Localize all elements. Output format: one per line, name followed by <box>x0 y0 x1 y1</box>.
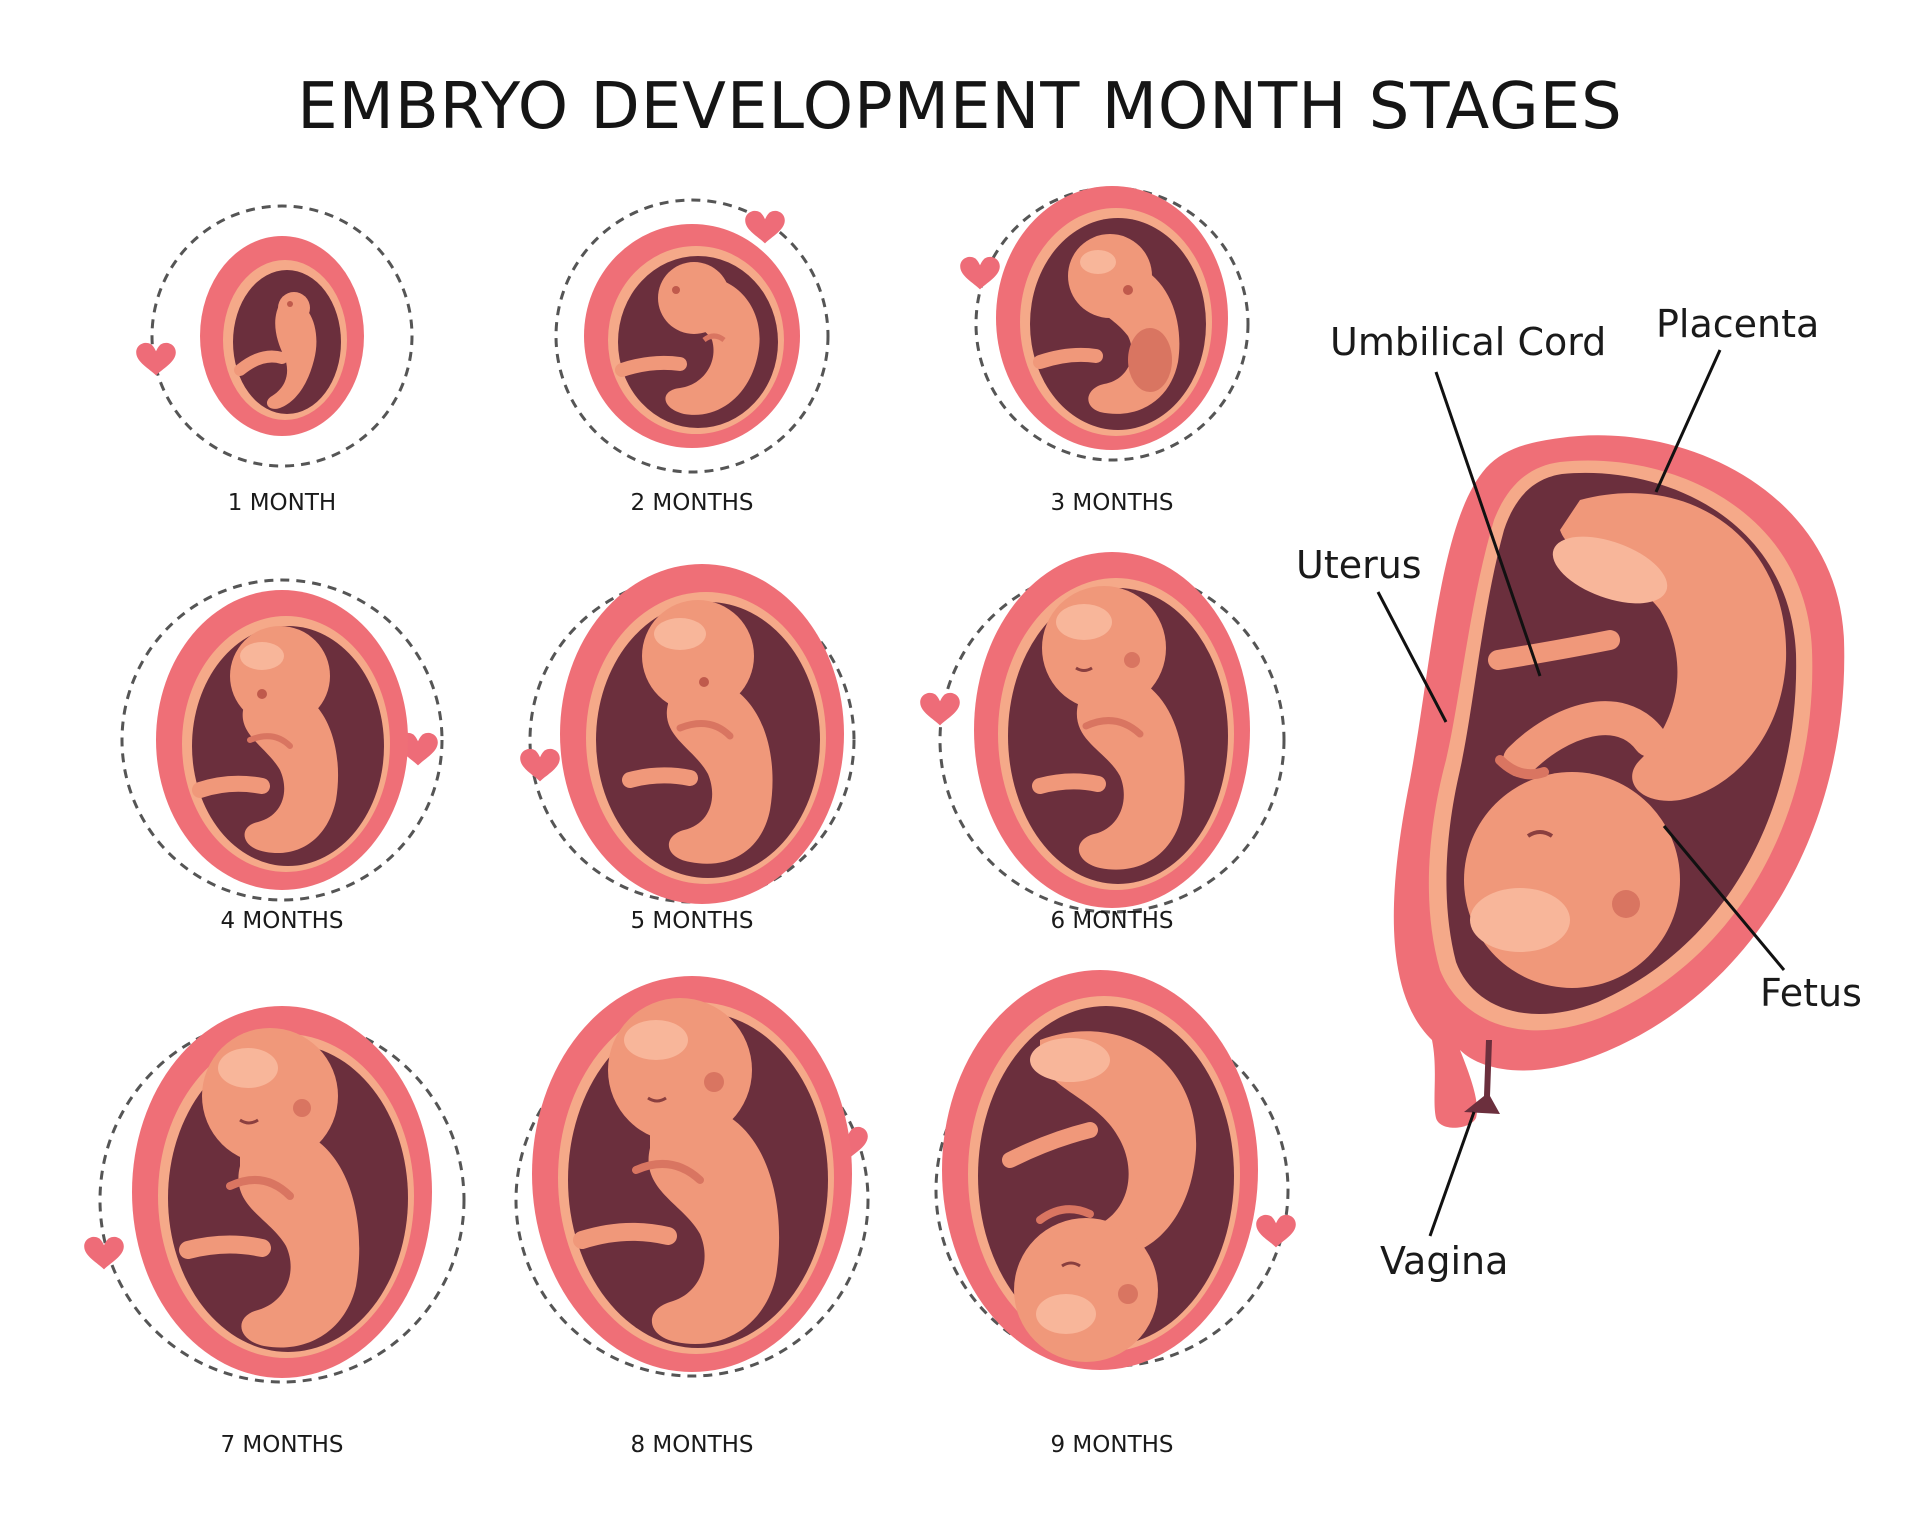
vaginal-canal <box>1464 1040 1500 1114</box>
pointer-placenta <box>1654 349 1722 493</box>
stage-5: 5 MONTHS <box>520 564 856 934</box>
embryo <box>234 292 317 409</box>
pointer-vagina <box>1428 1111 1476 1237</box>
stage-label: 5 MONTHS <box>630 908 753 934</box>
fetus <box>573 998 780 1345</box>
orbit-ring <box>528 576 856 904</box>
stage-7: 7 MONTHS <box>84 1006 466 1458</box>
stage-label: 2 MONTHS <box>630 490 753 516</box>
anatomy-diagram: Umbilical Cord Placenta Uterus Fetus Vag… <box>1296 302 1862 1283</box>
embryo <box>1033 234 1180 414</box>
stage-label: 7 MONTHS <box>220 1432 343 1458</box>
fetus <box>179 1028 360 1348</box>
large-fetus <box>1464 493 1787 988</box>
stage-6: 6 MONTHS <box>920 552 1286 934</box>
orbit-ring <box>98 1016 466 1384</box>
stage-4: 4 MONTHS <box>120 578 444 934</box>
heart-icon <box>960 256 1000 290</box>
fetus-head-down <box>1002 1031 1197 1362</box>
page-title: EMBRYO DEVELOPMENT MONTH STAGES <box>297 70 1623 144</box>
label-vagina: Vagina <box>1380 1239 1508 1283</box>
orbit-ring <box>120 578 444 902</box>
orbit-ring <box>554 198 830 474</box>
heart-icon <box>1256 1214 1296 1248</box>
heart-icon <box>745 210 785 244</box>
orbit-ring <box>150 204 414 468</box>
stage-8: 8 MONTHS <box>514 976 870 1458</box>
pointer-umbilical-cord <box>1434 371 1542 677</box>
stage-2: 2 MONTHS <box>554 198 830 516</box>
heart-icon <box>136 342 176 376</box>
stage-label: 6 MONTHS <box>1050 908 1173 934</box>
stage-label: 4 MONTHS <box>220 908 343 934</box>
stage-label: 3 MONTHS <box>1050 490 1173 516</box>
stage-label: 9 MONTHS <box>1050 1432 1173 1458</box>
orbit-ring <box>514 1022 870 1378</box>
stage-label: 1 MONTH <box>228 490 336 516</box>
fetus <box>1032 586 1185 870</box>
fetus <box>192 626 339 854</box>
heart-icon <box>520 748 560 782</box>
label-umbilical-cord: Umbilical Cord <box>1330 320 1606 364</box>
pointer-uterus <box>1376 591 1448 723</box>
orbit-ring <box>938 566 1286 914</box>
label-placenta: Placenta <box>1656 302 1819 346</box>
stage-label: 8 MONTHS <box>630 1432 753 1458</box>
heart-icon <box>920 692 960 726</box>
fetus <box>622 600 773 864</box>
stage-3: 3 MONTHS <box>960 186 1250 516</box>
stage-1: 1 MONTH <box>136 204 414 516</box>
embryo <box>615 262 760 415</box>
pointer-fetus <box>1662 825 1786 971</box>
label-fetus: Fetus <box>1760 971 1862 1015</box>
stage-9: 9 MONTHS <box>934 970 1296 1458</box>
label-uterus: Uterus <box>1296 543 1422 587</box>
